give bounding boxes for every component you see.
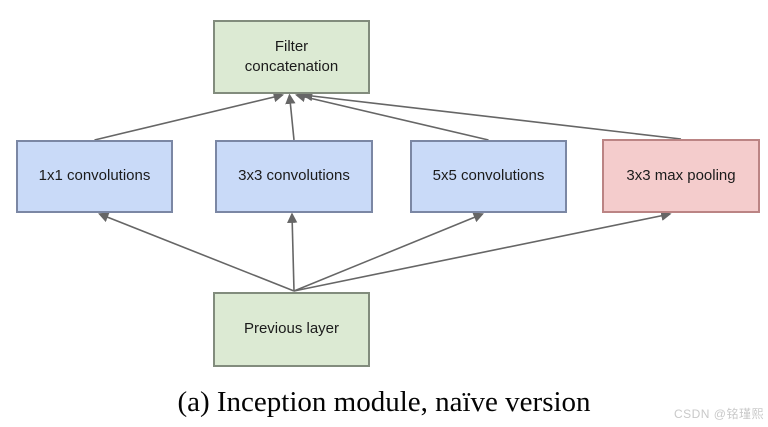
- edge-prev-to-conv3x3: [287, 212, 298, 292]
- edge-conv5x5-to-filter_concat: [294, 91, 489, 141]
- node-5x5-convolutions: 5x5 convolutions: [410, 140, 567, 213]
- node-filter-concatenation: Filter concatenation: [213, 20, 370, 94]
- node-previous-layer: Previous layer: [213, 292, 370, 367]
- edge-prev-to-conv1x1: [98, 212, 295, 292]
- node-3x3-max-pooling: 3x3 max pooling: [602, 139, 760, 213]
- csdn-watermark: CSDN @铭瑾熙: [673, 407, 764, 421]
- edge-maxpool-to-filter_concat: [301, 90, 682, 140]
- edge-conv1x1-to-filter_concat: [94, 92, 285, 141]
- edge-prev-to-maxpool: [293, 210, 672, 292]
- node-3x3-convolutions: 3x3 convolutions: [215, 140, 373, 213]
- edge-conv3x3-to-filter_concat: [285, 93, 296, 141]
- figure-caption: (a) Inception module, naïve version: [177, 386, 591, 418]
- edge-prev-to-conv5x5: [293, 212, 484, 292]
- node-1x1-convolutions: 1x1 convolutions: [16, 140, 173, 213]
